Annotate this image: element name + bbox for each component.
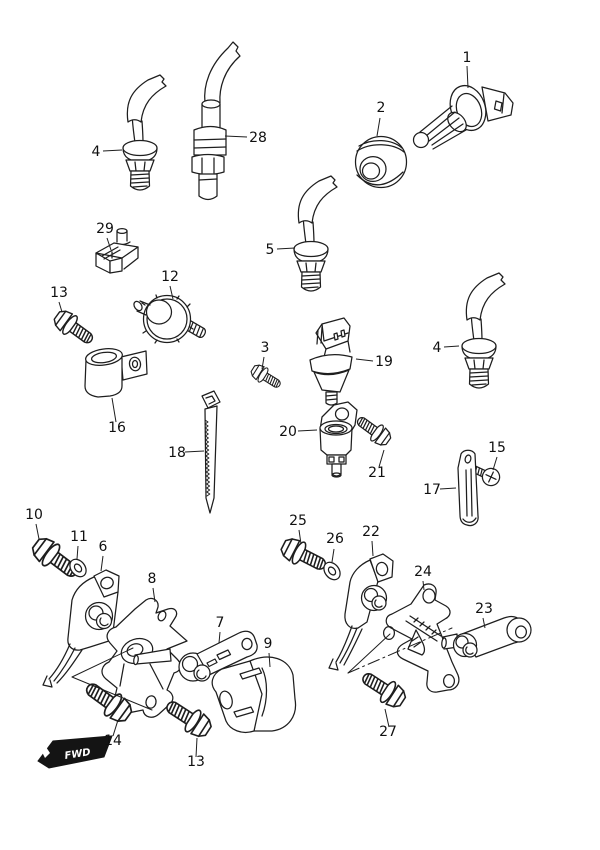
part-28-oxygen-type-sensor	[191, 41, 241, 201]
part-label-13-7: 13	[50, 285, 68, 313]
part-label-7-21: 7	[216, 615, 225, 644]
part-label-10-17: 10	[25, 507, 43, 540]
svg-text:18: 18	[168, 445, 186, 461]
part-17-clip	[457, 449, 479, 527]
part-label-18-9: 18	[168, 445, 205, 461]
part-label-23-27: 23	[475, 601, 493, 629]
part-label-25-23: 25	[289, 513, 307, 545]
part-label-4-12: 4	[433, 340, 460, 356]
part-7-lever-link	[133, 630, 258, 682]
part-4-water-temp-sensor-right	[461, 272, 506, 389]
part-25-bolt	[277, 533, 331, 578]
part-27-bolt	[356, 665, 410, 713]
part-21-bolt	[352, 411, 395, 450]
part-label-8-20: 8	[148, 571, 157, 603]
svg-text:2: 2	[377, 100, 386, 116]
part-5-water-temp-sensor	[293, 175, 338, 292]
part-1-air-temp-sensor	[412, 84, 514, 150]
svg-text:15: 15	[488, 440, 506, 456]
svg-text:24: 24	[414, 564, 432, 580]
part-label-11-18: 11	[70, 529, 88, 560]
svg-text:20: 20	[279, 424, 297, 440]
svg-text:16: 16	[108, 420, 126, 436]
svg-text:27: 27	[379, 724, 397, 740]
part-label-20-13: 20	[279, 424, 318, 440]
svg-text:10: 10	[25, 507, 43, 523]
part-24-bracket	[382, 583, 460, 693]
part-6-crank-position-sensor	[42, 569, 120, 688]
svg-text:4: 4	[92, 144, 101, 160]
svg-text:4: 4	[433, 340, 442, 356]
svg-text:26: 26	[326, 531, 344, 547]
fwd-flag-label: FWD	[64, 747, 92, 762]
part-label-3-10: 3	[261, 340, 270, 370]
part-label-5-4: 5	[266, 242, 296, 258]
svg-text:28: 28	[249, 130, 267, 146]
part-label-12-6: 12	[161, 269, 179, 300]
part-label-16-8: 16	[108, 397, 126, 436]
part-3-bolt	[248, 361, 285, 393]
svg-text:8: 8	[148, 571, 157, 587]
part-label-4-2: 4	[92, 144, 123, 160]
svg-text:1: 1	[463, 50, 472, 66]
svg-text:14: 14	[104, 733, 122, 749]
part-label-21-14: 21	[368, 449, 386, 481]
svg-text:19: 19	[375, 354, 393, 370]
part-label-15-15: 15	[488, 440, 506, 471]
part-label-6-19: 6	[99, 539, 108, 572]
part-label-27-28: 27	[379, 708, 397, 740]
svg-text:22: 22	[362, 524, 380, 540]
part-12-pressure-switch	[133, 294, 207, 344]
svg-text:3: 3	[261, 340, 270, 356]
svg-text:21: 21	[368, 465, 386, 481]
svg-text:13: 13	[50, 285, 68, 301]
part-9-throttle-position-sensor	[211, 656, 297, 734]
part-number-labels: 1242852912131618319420211517101168792526…	[25, 50, 506, 770]
part-label-9-22: 9	[264, 636, 273, 668]
part-22-cam-position-sensor	[328, 553, 394, 671]
svg-text:6: 6	[99, 539, 108, 555]
part-label-1-0: 1	[463, 50, 472, 89]
part-label-17-16: 17	[423, 482, 457, 498]
alignment-lines	[71, 627, 453, 711]
svg-text:12: 12	[161, 269, 179, 285]
part-label-29-5: 29	[96, 221, 114, 251]
part-label-22-25: 22	[362, 524, 380, 557]
part-label-14-29: 14	[104, 719, 122, 749]
svg-text:9: 9	[264, 636, 273, 652]
svg-text:25: 25	[289, 513, 307, 529]
part-19-pressure-sensor	[309, 317, 353, 406]
svg-text:13: 13	[187, 754, 205, 770]
fwd-flag: FWD	[37, 735, 113, 769]
part-4-water-temp-sensor-left	[122, 74, 167, 191]
svg-text:5: 5	[266, 242, 275, 258]
part-13-bolt-top	[49, 305, 99, 351]
part-label-24-26: 24	[414, 564, 432, 591]
part-label-26-24: 26	[326, 531, 344, 563]
part-16-clamp-bracket	[84, 348, 148, 398]
part-29-clamp	[95, 227, 139, 274]
part-label-19-11: 19	[355, 354, 393, 370]
svg-text:7: 7	[216, 615, 225, 631]
part-18-cable-tie	[201, 390, 221, 514]
fwd-flag-tip-notch	[42, 747, 50, 758]
fwd-flag-shape	[37, 735, 113, 769]
part-2-grommet	[354, 135, 408, 189]
part-23-lever	[441, 615, 532, 658]
svg-text:29: 29	[96, 221, 114, 237]
svg-text:17: 17	[423, 482, 441, 498]
part-label-28-3: 28	[224, 130, 267, 146]
svg-text:11: 11	[70, 529, 88, 545]
part-label-13-30: 13	[187, 737, 205, 770]
svg-text:23: 23	[475, 601, 493, 617]
part-20-sensor-holder	[319, 401, 358, 478]
part-label-2-1: 2	[376, 100, 386, 137]
